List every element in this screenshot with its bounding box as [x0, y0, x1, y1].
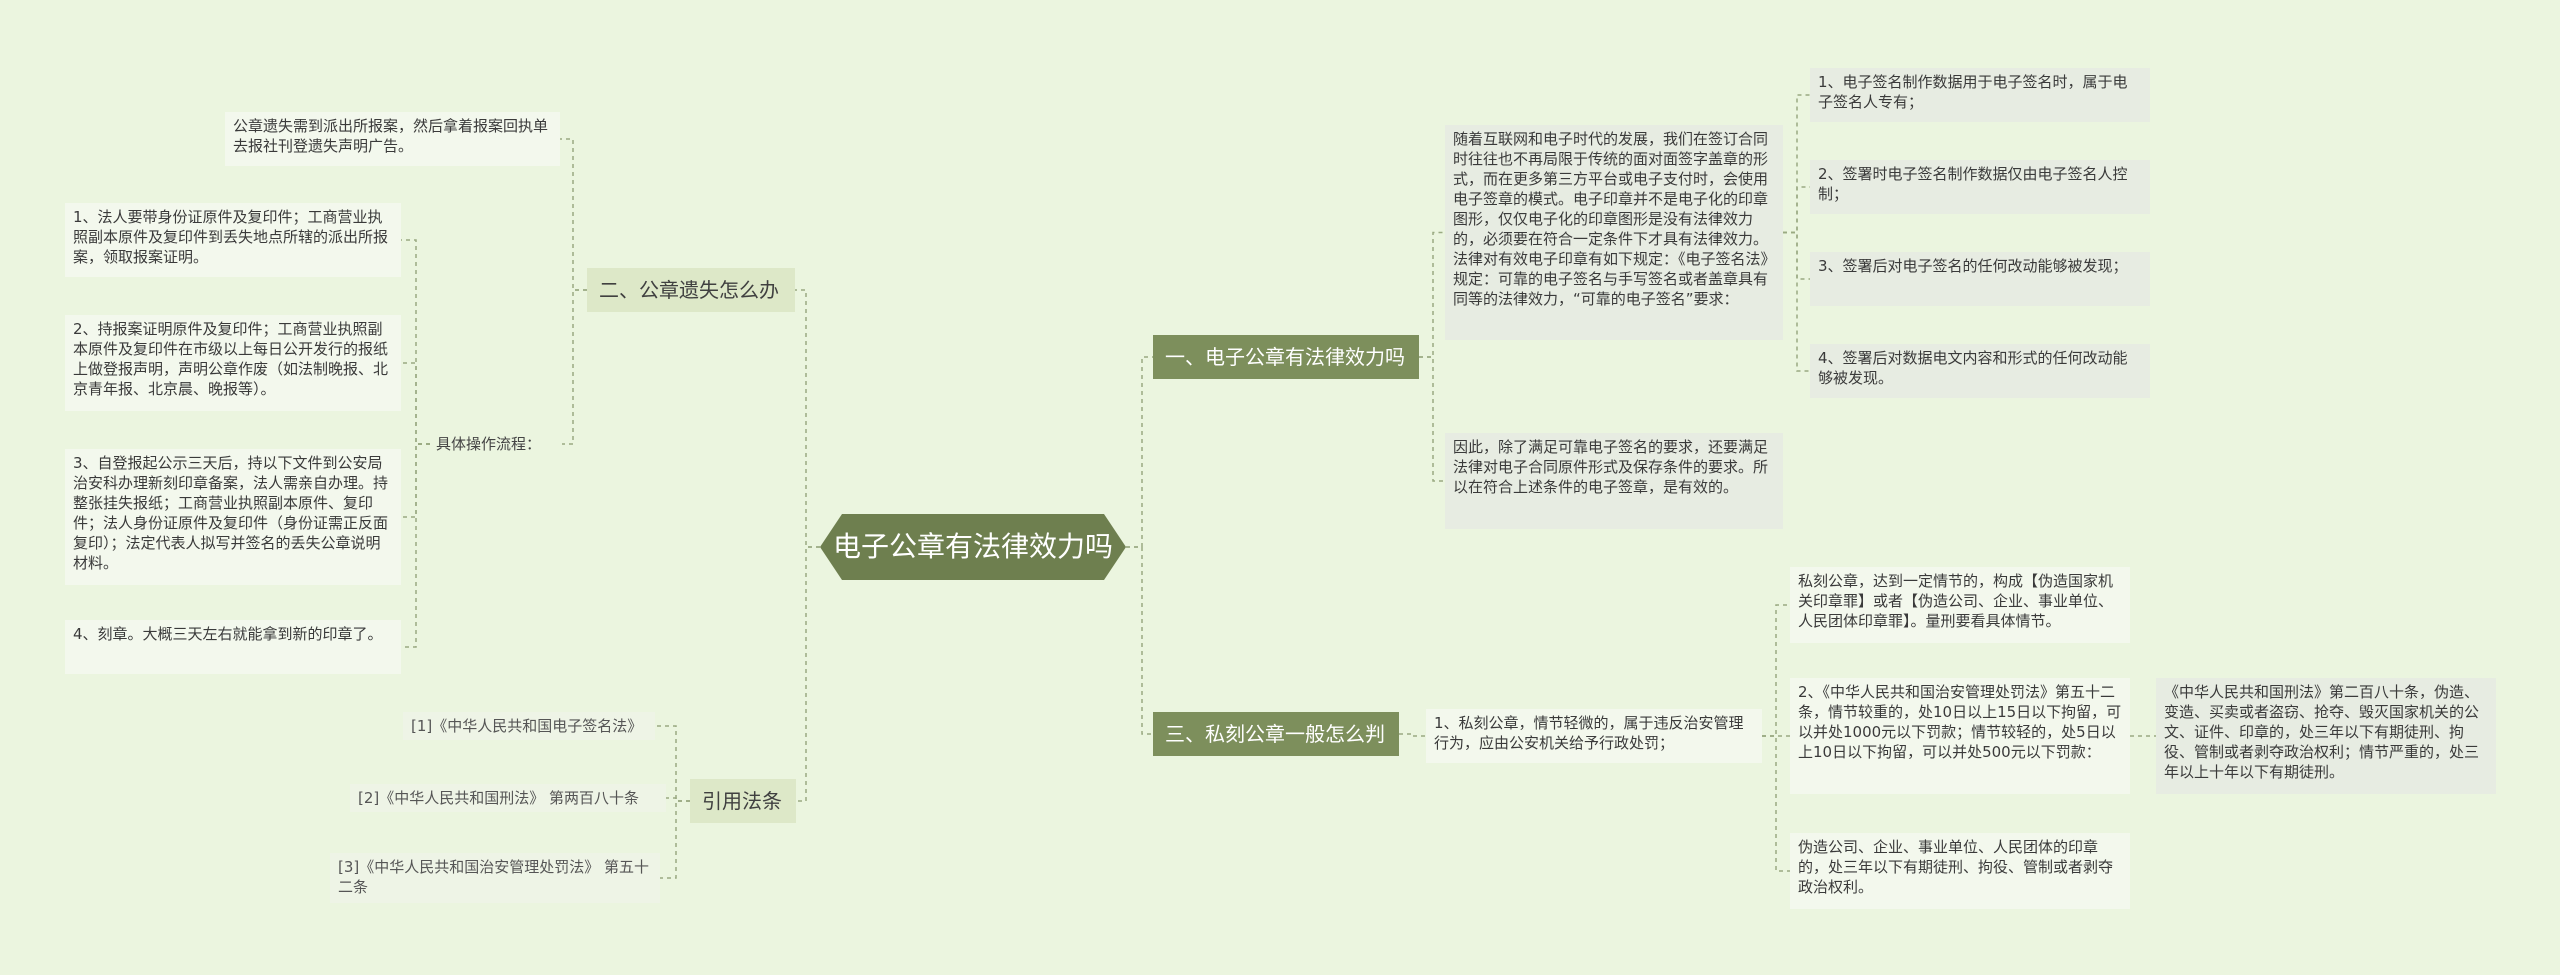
cited-law-reference[interactable]: [1]《中华人民共和国电子签名法》 — [403, 712, 655, 740]
branch-cited-laws[interactable]: 引用法条 — [690, 779, 796, 823]
connector-line — [401, 362, 430, 445]
branch-forged-seal-sentencing[interactable]: 三、私刻公章一般怎么判 — [1153, 712, 1399, 756]
branch-lost-seal[interactable]: 二、公章遗失怎么办 — [587, 268, 795, 312]
administrative-penalty-note: 1、私刻公章，情节轻微的，属于违反治安管理行为，应由公安机关给予行政处罚； — [1426, 709, 1762, 763]
lost-seal-summary: 公章遗失需到派出所报案，然后拿着报案回执单去报社刊登遗失声明广告。 — [225, 112, 560, 166]
branch-electronic-seal-validity[interactable]: 一、电子公章有法律效力吗 — [1153, 335, 1419, 379]
connector-line — [401, 239, 430, 445]
sentencing-item: 伪造公司、企业、事业单位、人民团体的印章的，处三年以下有期徒刑、拘役、管制或者剥… — [1790, 833, 2130, 909]
connector-line — [401, 443, 430, 648]
process-step: 2、持报案证明原件及复印件；工商营业执照副本原件及复印件在市级以上每日公开发行的… — [65, 315, 401, 411]
criminal-law-article: 《中华人民共和国刑法》第二百八十条，伪造、变造、买卖或者盗窃、抢夺、毁灭国家机关… — [2156, 678, 2496, 794]
connector-line — [1126, 356, 1153, 548]
process-label: 具体操作流程： — [436, 435, 542, 453]
connector-line — [1783, 186, 1810, 234]
condition-item: 1、电子签名制作数据用于电子签名时，属于电子签名人专有； — [1810, 68, 2150, 122]
connector-line — [560, 138, 587, 291]
connector-line — [562, 289, 587, 445]
connector-line — [655, 725, 690, 802]
intro-note: 随着互联网和电子时代的发展，我们在签订合同时往往也不再局限于传统的面对面签字盖章… — [1445, 125, 1783, 340]
condition-item: 2、签署时电子签名制作数据仅由电子签名人控制； — [1810, 160, 2150, 214]
process-step: 3、自登报起公示三天后，持以下文件到公安局治安科办理新刻印章备案，法人需亲自办理… — [65, 449, 401, 585]
connector-line — [1762, 604, 1790, 737]
connector-line — [1126, 546, 1153, 735]
process-step: 4、刻章。大概三天左右就能拿到新的印章了。 — [65, 620, 401, 674]
condition-item: 3、签署后对电子签名的任何改动能够被发现； — [1810, 252, 2150, 306]
condition-item: 4、签署后对数据电文内容和形式的任何改动能够被发现。 — [1810, 344, 2150, 398]
root-node[interactable]: 电子公章有法律效力吗 — [820, 514, 1126, 580]
process-step: 1、法人要带身份证原件及复印件；工商营业执照副本原件及复印件到丢失地点所辖的派出… — [65, 203, 401, 277]
cited-law-reference[interactable]: [2]《中华人民共和国刑法》 第两百八十条 — [350, 784, 666, 812]
sentencing-item: 2、《中华人民共和国治安管理处罚法》第五十二条，情节较重的，处10日以上15日以… — [1790, 678, 2130, 794]
connector-line — [796, 546, 820, 802]
sentencing-item: 私刻公章，达到一定情节的，构成【伪造国家机关印章罪】或者【伪造公司、企业、事业单… — [1790, 567, 2130, 643]
connector-line — [1783, 231, 1810, 372]
connector-line — [660, 800, 690, 879]
connector-line — [795, 289, 820, 548]
connector-line — [1762, 735, 1790, 872]
conclusion-note: 因此，除了满足可靠电子签名的要求，还要满足法律对电子合同原件形式及保存条件的要求… — [1445, 433, 1783, 529]
connector-line — [1783, 231, 1810, 280]
connector-line — [1399, 733, 1426, 737]
connector-line — [1419, 231, 1445, 358]
connector-line — [1419, 356, 1445, 482]
connector-line — [1783, 94, 1810, 234]
cited-law-reference[interactable]: [3]《中华人民共和国治安管理处罚法》 第五十二条 — [330, 853, 660, 903]
